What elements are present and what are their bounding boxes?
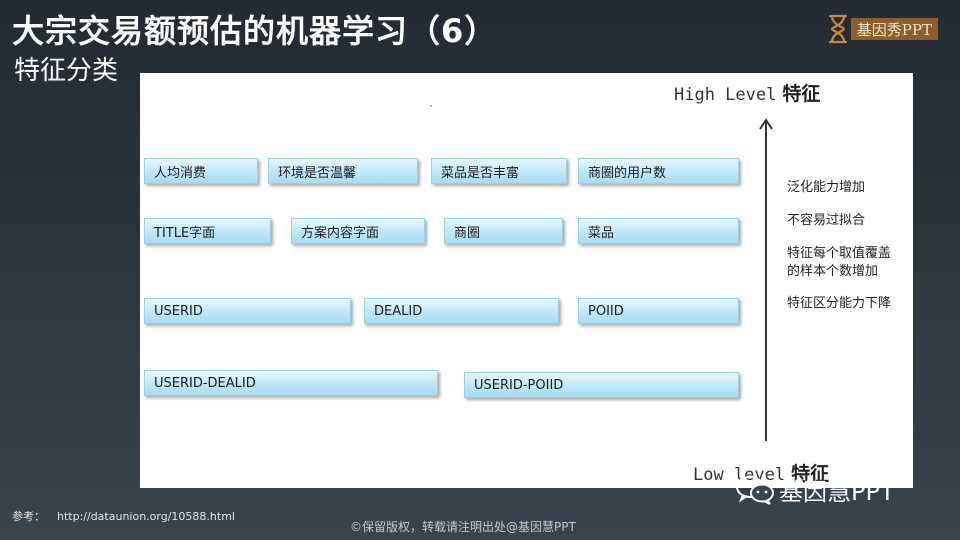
feature-box: 菜品是否丰富: [431, 158, 567, 184]
reference: 参考： http://dataunion.org/10588.html: [12, 508, 235, 524]
hourglass-icon: [828, 14, 847, 44]
feature-box: TITLE字面: [144, 218, 271, 244]
feature-box: DEALID: [364, 298, 559, 324]
arrow-up-icon: [759, 118, 773, 441]
feature-box: USERID-DEALID: [144, 370, 438, 396]
note-text: 特征每个取值覆盖: [787, 246, 892, 261]
reference-link[interactable]: http://dataunion.org/10588.html: [57, 510, 235, 523]
feature-box: 环境是否温馨: [268, 158, 418, 184]
slide-title: 大宗交易额预估的机器学习（6）: [12, 12, 498, 50]
feature-box: 商圈: [444, 218, 563, 244]
wechat-icon: [736, 475, 774, 505]
note-text: 泛化能力增加: [787, 180, 866, 195]
copyright-notice: ©保留版权，转载请注明出处@基因慧PPT: [350, 520, 576, 534]
note-text: 不容易过拟合: [787, 213, 866, 228]
feature-box: 菜品: [578, 218, 739, 244]
high-level-zh: 特征: [782, 83, 821, 105]
feature-box: USERID: [144, 298, 351, 324]
slide-subtitle: 特征分类: [14, 56, 119, 86]
note-text: 特征区分能力下降: [787, 296, 892, 311]
logo-text: 基因秀PPT: [850, 18, 938, 40]
watermark: 基因慧PPT: [735, 472, 895, 507]
watermark-text: 基因慧PPT: [779, 478, 895, 506]
reference-label: 参考：: [12, 510, 45, 523]
feature-box: 商圈的用户数: [578, 158, 739, 184]
stray-dot: [430, 105, 432, 107]
low-level-zh: 特征: [791, 463, 830, 485]
feature-box: POIID: [578, 298, 739, 324]
feature-box: USERID-POIID: [464, 372, 739, 398]
note-text: 的样本个数增加: [787, 264, 879, 279]
high-level-en: High Level: [674, 85, 777, 105]
feature-box: 人均消费: [144, 158, 258, 184]
brand-logo: 基因秀PPT: [827, 14, 938, 44]
feature-box: 方案内容字面: [291, 218, 425, 244]
low-level-en: Low level: [693, 465, 786, 485]
